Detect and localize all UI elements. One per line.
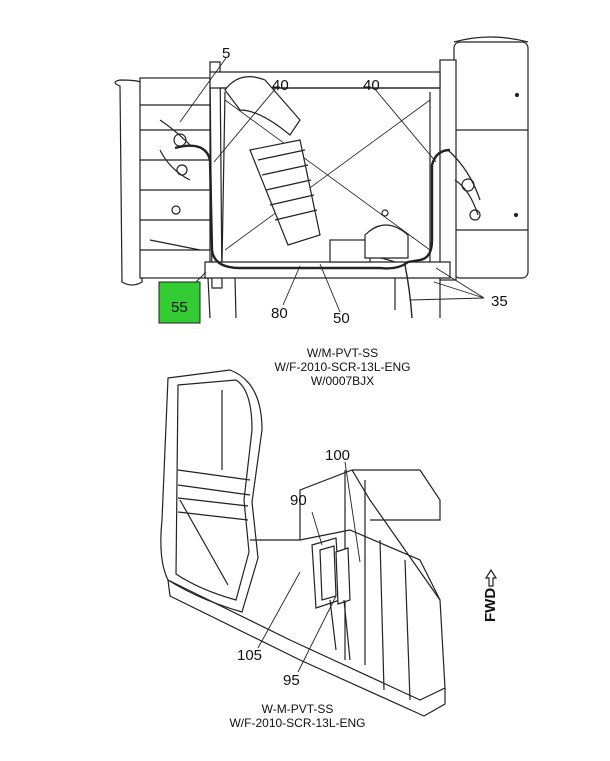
- cab-panel: [160, 369, 263, 613]
- left-tank: [114, 61, 223, 289]
- callout-100: 100: [325, 447, 350, 464]
- callout-40-right: 40: [363, 77, 380, 94]
- top-caption-line-3: W/0007BJX: [310, 374, 375, 388]
- top-caption-line-1: W/M-PVT-SS: [306, 346, 379, 360]
- top-leader-lines: [179, 57, 485, 313]
- exhaust-pipe: [224, 76, 321, 246]
- callout-55: 55: [171, 299, 188, 316]
- bottom-leader-lines: [257, 461, 361, 673]
- callout-90: 90: [290, 492, 307, 509]
- bottom-caption-line-1: W-M-PVT-SS: [261, 702, 334, 716]
- callout-105: 105: [237, 647, 262, 664]
- callout-5: 5: [222, 45, 230, 62]
- electronic-module: [311, 537, 351, 661]
- top-caption: W/M-PVT-SS W/F-2010-SCR-13L-ENG W/0007BJ…: [250, 346, 435, 388]
- top-caption-line-2: W/F-2010-SCR-13L-ENG: [274, 360, 411, 374]
- callout-40-left: 40: [272, 77, 289, 94]
- callout-80: 80: [271, 305, 288, 322]
- callout-50: 50: [333, 310, 350, 327]
- bottom-caption-line-2: W/F-2010-SCR-13L-ENG: [229, 716, 366, 730]
- callout-55-highlight: [158, 281, 201, 324]
- callout-95: 95: [283, 672, 300, 689]
- callout-35: 35: [491, 293, 508, 310]
- center-components: [329, 209, 409, 263]
- bottom-caption: W-M-PVT-SS W/F-2010-SCR-13L-ENG: [205, 702, 390, 730]
- fwd-arrow-icon: [484, 568, 498, 587]
- rail-frame: [167, 469, 446, 717]
- fwd-label: FWD: [482, 587, 499, 622]
- right-tank: [439, 36, 529, 281]
